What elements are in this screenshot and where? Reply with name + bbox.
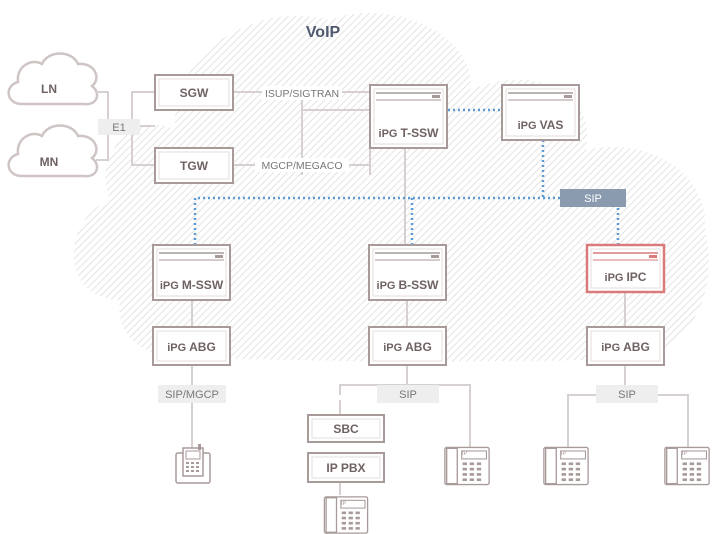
ip-phone-icon: IP (444, 446, 490, 486)
server-name: ABG (623, 340, 650, 354)
ip-phone-icon: IP (323, 496, 369, 534)
mn-label: MN (40, 155, 59, 169)
tgw-label: TGW (180, 159, 209, 173)
server-name: B-SSW (398, 278, 439, 292)
server-name: ABG (405, 340, 432, 354)
ipg-brand: iPG (601, 342, 620, 354)
ipg-brand: iPG (605, 272, 624, 284)
ipg-brand: iPG (377, 280, 396, 292)
ipg-brand: iPG (518, 120, 537, 132)
ln-label: LN (41, 82, 57, 96)
ip-phone-icon: IP (664, 446, 710, 486)
sbc-label: SBC (333, 422, 359, 436)
mn-cloud (7, 124, 99, 178)
ipg-brand: iPG (383, 342, 402, 354)
e1-tag: E1 (98, 119, 140, 135)
sbc-box[interactable]: SBC (307, 414, 385, 443)
sip-right-label: SIP (618, 389, 636, 401)
ipg-brand: iPG (167, 342, 186, 354)
sip-tag-label: SIP (584, 193, 602, 205)
ipg-brand: iPG (160, 280, 179, 292)
sip-mgcp-label: SIP/MGCP (165, 389, 219, 401)
sip-mgcp-tag: SIP/MGCP (158, 385, 226, 403)
ip-pbx-label: IP PBX (326, 461, 365, 475)
ip-phone-icon: IP (543, 446, 589, 486)
ln-cloud (7, 52, 99, 106)
sip-mid-label: SIP (399, 389, 417, 401)
mgcp-megaco-label: MGCP/MEGACO (261, 160, 342, 172)
sip-handset-icon (175, 444, 211, 484)
e1-label: E1 (112, 122, 125, 134)
ip-pbx-box[interactable]: IP PBX (307, 452, 385, 483)
sgw-box[interactable]: SGW (154, 74, 234, 111)
server-name: VAS (540, 118, 564, 132)
isup-label: ISUP/SIGTRAN (265, 88, 339, 100)
svg-text:IP: IP (682, 451, 688, 457)
server-name: IPC (626, 270, 646, 284)
cloud-title: VoIP (306, 24, 341, 41)
tgw-box[interactable]: TGW (154, 147, 234, 184)
voip-cloud (73, 12, 709, 362)
sip-right-tag: SIP (596, 385, 658, 403)
svg-text:IP: IP (561, 451, 567, 457)
svg-text:IP: IP (462, 451, 468, 457)
server-name: M-SSW (182, 278, 224, 292)
mgcp-megaco-tag: MGCP/MEGACO (255, 158, 349, 172)
sip-dotted-links (193, 108, 625, 245)
server-name: ABG (189, 340, 216, 354)
sgw-label: SGW (180, 86, 209, 100)
sip-tag: SIP (560, 189, 626, 207)
sip-mid-tag: SIP (377, 385, 439, 403)
svg-text:IP: IP (341, 501, 347, 507)
isup-tag: ISUP/SIGTRAN (262, 86, 342, 100)
ipg-brand: iPG (379, 128, 398, 140)
server-name: T-SSW (400, 126, 439, 140)
